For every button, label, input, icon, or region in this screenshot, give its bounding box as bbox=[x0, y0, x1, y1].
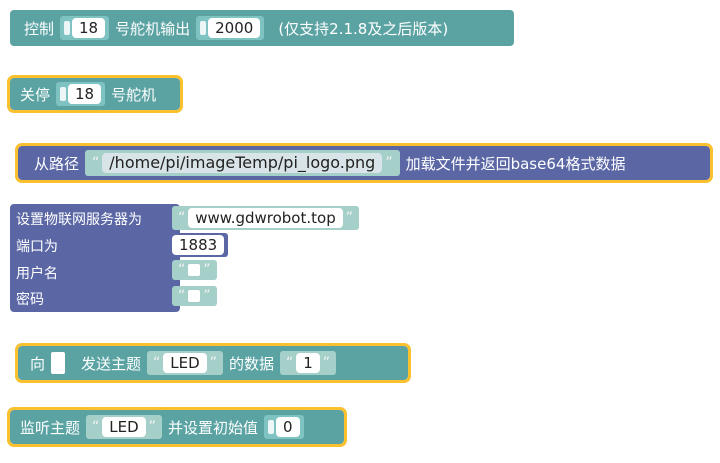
servo-number-socket: 18 bbox=[60, 16, 110, 40]
subscribe-init-label: 并设置初始值 bbox=[167, 418, 258, 437]
open-quote-icon: “ bbox=[92, 419, 100, 435]
close-quote-icon: ” bbox=[203, 262, 211, 278]
socket-notch-icon bbox=[200, 21, 207, 35]
socket-notch-icon bbox=[64, 21, 71, 35]
server-string-socket: “ www.gdwrobot.top ” bbox=[172, 206, 359, 230]
init-value-field[interactable]: 0 bbox=[275, 417, 300, 437]
open-quote-icon: “ bbox=[178, 262, 186, 278]
server-field[interactable]: www.gdwrobot.top bbox=[188, 208, 343, 228]
path-string-socket: “ /home/pi/imageTemp/pi_logo.png ” bbox=[85, 150, 400, 176]
publish-data-label: 的数据 bbox=[228, 354, 274, 373]
publish-topic-field[interactable]: LED bbox=[163, 353, 207, 373]
subscribe-block[interactable]: 监听主题 “ LED ” 并设置初始值 0 bbox=[7, 407, 347, 447]
version-note: (仅支持2.1.8及之后版本) bbox=[278, 19, 449, 38]
subscribe-topic-socket: “ LED ” bbox=[86, 415, 162, 439]
password-label: 密码 bbox=[16, 292, 44, 308]
publish-data-field[interactable]: 1 bbox=[296, 353, 320, 373]
username-string-socket: “ ” bbox=[172, 260, 217, 280]
publish-topic-socket: “ LED ” bbox=[147, 351, 223, 375]
path-field[interactable]: /home/pi/imageTemp/pi_logo.png bbox=[102, 153, 383, 173]
servo-stop-label: 关停 bbox=[20, 85, 51, 104]
close-quote-icon: ” bbox=[322, 355, 331, 371]
open-quote-icon: “ bbox=[153, 355, 161, 371]
port-field[interactable]: 1883 bbox=[172, 235, 225, 255]
open-quote-icon: “ bbox=[285, 355, 294, 371]
close-quote-icon: ” bbox=[148, 419, 156, 435]
servo-output-servo-label: 号舵机输出 bbox=[115, 19, 191, 38]
stop-servo-number-field[interactable]: 18 bbox=[68, 84, 102, 104]
username-field[interactable] bbox=[188, 264, 201, 276]
open-quote-icon: “ bbox=[178, 288, 186, 304]
subscribe-topic-field[interactable]: LED bbox=[102, 417, 146, 437]
port-socket: 1883 bbox=[168, 233, 229, 257]
mqtt-server-block[interactable]: 设置物联网服务器为 端口为 用户名 密码 bbox=[10, 204, 180, 312]
password-field[interactable] bbox=[188, 290, 201, 302]
server-label: 设置物联网服务器为 bbox=[16, 212, 142, 228]
publish-block[interactable]: 向 发送主题 “ LED ” 的数据 “ 1 ” bbox=[15, 343, 411, 383]
subscribe-label: 监听主题 bbox=[20, 418, 81, 437]
servo-output-block[interactable]: 控制 18 号舵机输出 2000 (仅支持2.1.8及之后版本) bbox=[10, 10, 514, 46]
publish-data-socket: “ 1 ” bbox=[279, 351, 337, 375]
password-string-socket: “ ” bbox=[172, 286, 217, 306]
publish-to-label: 向 bbox=[30, 354, 46, 373]
servo-output-control-label: 控制 bbox=[24, 19, 55, 38]
close-quote-icon: ” bbox=[203, 288, 211, 304]
socket-notch-icon bbox=[267, 420, 274, 434]
load-from-label: 从路径 bbox=[34, 154, 80, 173]
servo-value-socket: 2000 bbox=[196, 16, 265, 40]
load-file-block[interactable]: 从路径 “ /home/pi/imageTemp/pi_logo.png ” 加… bbox=[15, 143, 713, 183]
publish-topic-label: 发送主题 bbox=[81, 354, 142, 373]
servo-stop-block[interactable]: 关停 18 号舵机 bbox=[7, 75, 183, 113]
stop-servo-number-socket: 18 bbox=[56, 82, 106, 106]
close-quote-icon: ” bbox=[209, 355, 217, 371]
port-label: 端口为 bbox=[16, 239, 58, 255]
open-quote-icon: “ bbox=[178, 210, 186, 226]
client-empty-socket[interactable] bbox=[51, 352, 66, 374]
servo-number-field[interactable]: 18 bbox=[72, 18, 106, 38]
init-value-socket: 0 bbox=[263, 415, 304, 439]
close-quote-icon: ” bbox=[385, 155, 393, 171]
servo-stop-servo-label: 号舵机 bbox=[111, 85, 157, 104]
load-action-label: 加载文件并返回base64格式数据 bbox=[405, 154, 626, 173]
socket-notch-icon bbox=[60, 87, 67, 101]
servo-value-field[interactable]: 2000 bbox=[208, 18, 261, 38]
close-quote-icon: ” bbox=[345, 210, 353, 226]
username-label: 用户名 bbox=[16, 266, 58, 282]
open-quote-icon: “ bbox=[92, 155, 100, 171]
